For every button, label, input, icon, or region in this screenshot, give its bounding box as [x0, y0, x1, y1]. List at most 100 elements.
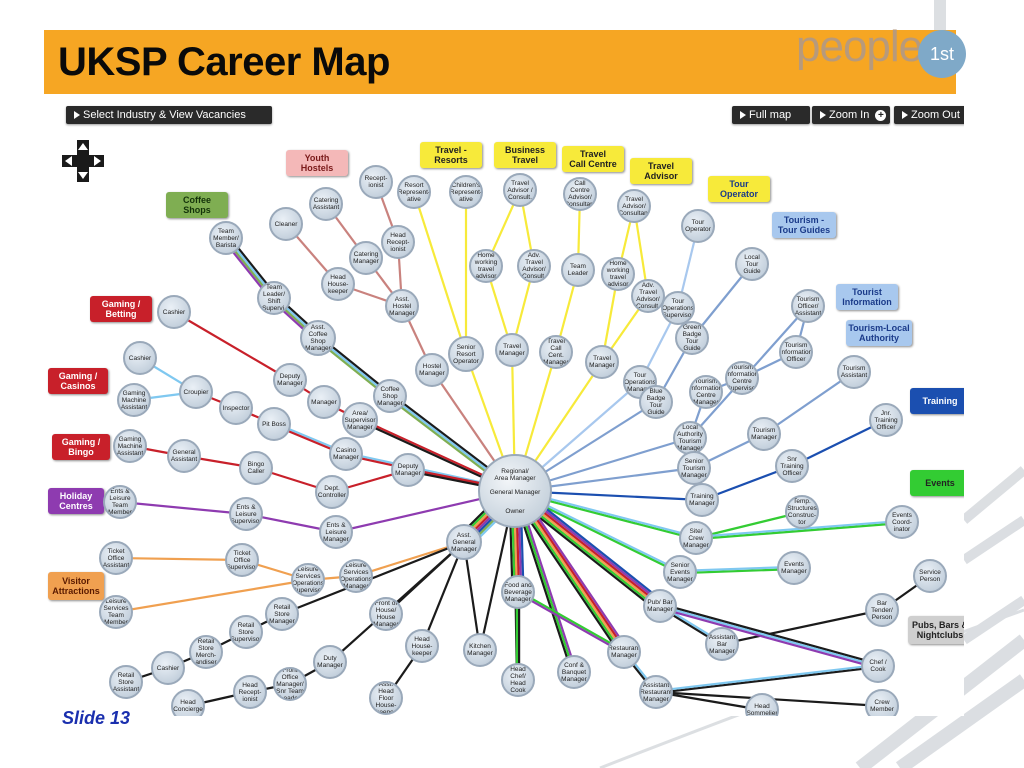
- job-node-ticket-office-supervisor[interactable]: Ticket Office Supervisor: [225, 543, 259, 577]
- job-node-ents-manager[interactable]: Ents & Leisure Manager: [319, 515, 353, 549]
- job-node-pub-bar-manager[interactable]: Pub/ Bar Manager: [643, 589, 677, 623]
- job-node-inspector[interactable]: Inspector: [219, 391, 253, 425]
- category-pubs-bars[interactable]: Pubs, Bars & Nightclubs: [908, 616, 964, 644]
- job-node-cleaner[interactable]: Cleaner: [269, 207, 303, 241]
- job-node-head-sommelier[interactable]: Head Sommelier: [745, 693, 779, 716]
- job-node-travel-manager-1[interactable]: Travel Manager: [495, 333, 529, 367]
- job-node-senior-events-manager[interactable]: Senior Events Manager: [663, 555, 697, 589]
- job-node-site-crew-manager[interactable]: Site/ Crew Manager: [679, 521, 713, 555]
- job-node-conf-banquet-manager[interactable]: Conf & Banquet Manager: [557, 655, 591, 689]
- job-node-catering-manager[interactable]: Catering Manager: [349, 241, 383, 275]
- category-coffee-shops[interactable]: Coffee Shops: [166, 192, 228, 218]
- job-node-crew-member[interactable]: Crew Member: [865, 689, 899, 716]
- job-node-assistant-bar-manager[interactable]: Assistant Bar Manager: [705, 627, 739, 661]
- job-node-general-assistant[interactable]: General Assistant: [167, 439, 201, 473]
- category-tourism-tour-guides[interactable]: Tourism - Tour Guides: [772, 212, 836, 238]
- job-node-deputy-manager-1[interactable]: Deputy Manager: [273, 363, 307, 397]
- job-node-head-receptionist-2[interactable]: Head Recept- ionist: [233, 675, 267, 709]
- job-node-hostel-manager[interactable]: Hostel Manager: [415, 353, 449, 387]
- job-node-local-tour-guide[interactable]: Local Tour Guide: [735, 247, 769, 281]
- job-node-tourism-manager[interactable]: Tourism Manager: [747, 417, 781, 451]
- job-node-adv-travel-advisor-2[interactable]: Adv. Travel Advisor/ Consult.: [631, 279, 665, 313]
- job-node-gaming-machine-assistant[interactable]: Gaming Machine Assistant: [117, 383, 151, 417]
- job-node-head-housekeeper[interactable]: Head House- keeper: [321, 267, 355, 301]
- category-tour-operator[interactable]: Tour Operator: [708, 176, 770, 202]
- job-node-local-authority-tourism-manager[interactable]: Local Authority Tourism Manager: [673, 421, 707, 455]
- category-tourism-local-authority[interactable]: Tourism-Local Authority: [846, 320, 912, 346]
- category-holiday-centres[interactable]: Holiday Centres: [48, 488, 104, 514]
- job-node-home-working-advisor-1[interactable]: Home working travel advisor: [469, 249, 503, 283]
- job-node-restaurant-manager[interactable]: Restaurant Manager: [607, 635, 641, 669]
- job-node-casino-manager[interactable]: Casino Manager: [329, 437, 363, 471]
- category-travel-resorts[interactable]: Travel - Resorts: [420, 142, 482, 168]
- job-node-catering-assistant[interactable]: Catering Assistant: [309, 187, 343, 221]
- job-node-leisure-team-member[interactable]: Leisure Services Team Member: [99, 595, 133, 629]
- job-node-training-manager[interactable]: Training Manager: [685, 483, 719, 517]
- select-industry-button[interactable]: Select Industry & View Vacancies: [66, 106, 272, 124]
- job-node-green-badge-guide[interactable]: Green Badge Tour Guide: [675, 321, 709, 355]
- job-node-area-supervisor-manager[interactable]: Area/ Supervisor Manager: [342, 402, 378, 438]
- job-node-tourism-info-centre-supervisor[interactable]: Tourism Information Centre Supervisor: [725, 361, 759, 395]
- job-node-events-coordinator[interactable]: Events Coord- inator: [885, 505, 919, 539]
- career-map[interactable]: Select Industry & View Vacancies Full ma…: [46, 102, 964, 716]
- job-node-front-house-manager[interactable]: Front of House/ House Manager: [369, 597, 403, 631]
- job-node-leisure-ops-supervisor[interactable]: Leisure Services Operations Supervisor: [291, 563, 325, 597]
- job-node-asst-restaurant-manager[interactable]: Assistant Restaurant Manager: [639, 675, 673, 709]
- job-node-childrens-rep[interactable]: Children's Represent- ative: [449, 175, 483, 209]
- category-events[interactable]: Events: [910, 470, 964, 496]
- job-node-cashier-retail[interactable]: Cashier: [151, 651, 185, 685]
- category-gaming-betting[interactable]: Gaming / Betting: [90, 296, 152, 322]
- category-tourist-information[interactable]: Tourist Information: [836, 284, 898, 310]
- category-visitor-attractions[interactable]: Visitor Attractions: [48, 572, 104, 600]
- job-node-cashier-betting[interactable]: Cashier: [157, 295, 191, 329]
- category-youth-hostels[interactable]: Youth Hostels: [286, 150, 348, 176]
- full-map-button[interactable]: Full map: [732, 106, 810, 124]
- job-node-reception[interactable]: Recept- ionist: [359, 165, 393, 199]
- job-node-tour-operator-node[interactable]: Tour Operator: [681, 209, 715, 243]
- category-gaming-casinos[interactable]: Gaming / Casinos: [48, 368, 108, 394]
- hub-regional-general-manager-owner[interactable]: Regional/ Area Manager General Manager O…: [478, 454, 552, 528]
- job-node-snr-training-officer[interactable]: Snr Training Officer: [775, 449, 809, 483]
- job-node-ents-team-member[interactable]: Ents & Leisure Team Member: [103, 485, 137, 519]
- job-node-tourism-assistant[interactable]: Tourism Assistant: [837, 355, 871, 389]
- job-node-call-centre-advisor[interactable]: Call Centre Advisor/ Consultant: [563, 177, 597, 211]
- pan-control-dpad-icon[interactable]: [60, 138, 106, 184]
- job-node-tourism-info-officer[interactable]: Tourism Information Officer: [779, 335, 813, 369]
- job-node-head-receptionist[interactable]: Head Recept- ionist: [381, 225, 415, 259]
- job-node-resort-rep[interactable]: Resort Represent- ative: [397, 175, 431, 209]
- job-node-deputy-manager-2[interactable]: Deputy Manager: [391, 453, 425, 487]
- job-node-retail-store-manager[interactable]: Retail Store Manager: [265, 597, 299, 631]
- job-node-senior-resort-operator[interactable]: Senior Resort Operator: [448, 336, 484, 372]
- job-node-blue-badge-guide[interactable]: Blue Badge Tour Guide: [639, 385, 673, 419]
- job-node-kitchen-manager[interactable]: Kitchen Manager: [463, 633, 497, 667]
- job-node-head-chef[interactable]: Head Chef/ Head Cook: [501, 663, 535, 697]
- job-node-travel-advisor-consultant-2[interactable]: Travel Advisor/ Consultant: [617, 189, 651, 223]
- job-node-tourism-officer-assistant[interactable]: Tourism Officer/ Assistant: [791, 289, 825, 323]
- zoom-in-button[interactable]: Zoom In+: [812, 106, 890, 124]
- job-node-duty-manager[interactable]: Duty Manager: [313, 645, 347, 679]
- zoom-out-button[interactable]: Zoom Out−: [894, 106, 964, 124]
- job-node-travel-manager-2[interactable]: Travel Manager: [585, 345, 619, 379]
- job-node-temp-structures[interactable]: Temp. Structures Construc- tor: [785, 495, 819, 529]
- job-node-chef-cook[interactable]: Chef / Cook: [861, 649, 895, 683]
- job-node-travel-advisor-consult-1[interactable]: Travel Advisor / Consult.: [503, 173, 537, 207]
- job-node-retail-merchandiser[interactable]: Retail Store Merch- andiser: [189, 635, 223, 669]
- job-node-tourism-info-centre-manager[interactable]: Tourism Information Centre Manager: [689, 375, 723, 409]
- job-node-pit-boss[interactable]: Pit Boss: [257, 407, 291, 441]
- job-node-head-concierge[interactable]: Head Concierge: [171, 689, 205, 716]
- job-node-dept-controller[interactable]: Dept. Controller: [315, 475, 349, 509]
- job-node-retail-store-supervisor[interactable]: Retail Store Supervisor: [229, 615, 263, 649]
- job-node-jnr-training-officer[interactable]: Jnr. Training Officer: [869, 403, 903, 437]
- job-node-asst-head-housekeeper[interactable]: Asst. Head Floor House- keeper: [369, 681, 403, 715]
- job-node-manager[interactable]: Manager: [307, 385, 341, 419]
- job-node-team-member-barista[interactable]: Team Member/ Barista: [209, 221, 243, 255]
- job-node-travel-call-cent-manager[interactable]: Travel Call Cent. Manager: [539, 335, 573, 369]
- category-travel-call-centre[interactable]: Travel Call Centre: [562, 146, 624, 172]
- job-node-asst-general-manager[interactable]: Asst. General Manager: [446, 524, 482, 560]
- category-gaming-bingo[interactable]: Gaming / Bingo: [52, 434, 110, 460]
- job-node-home-working-advisor-2[interactable]: Home working travel advisor: [601, 257, 635, 291]
- category-travel-advisor[interactable]: Travel Advisor: [630, 158, 692, 184]
- job-node-adv-travel-advisor-1[interactable]: Adv. Travel Advisor/ Consult.: [517, 249, 551, 283]
- job-node-croupier[interactable]: Croupier: [179, 375, 213, 409]
- job-node-asst-coffee-shop-manager[interactable]: Asst. Coffee Shop Manager: [300, 320, 336, 356]
